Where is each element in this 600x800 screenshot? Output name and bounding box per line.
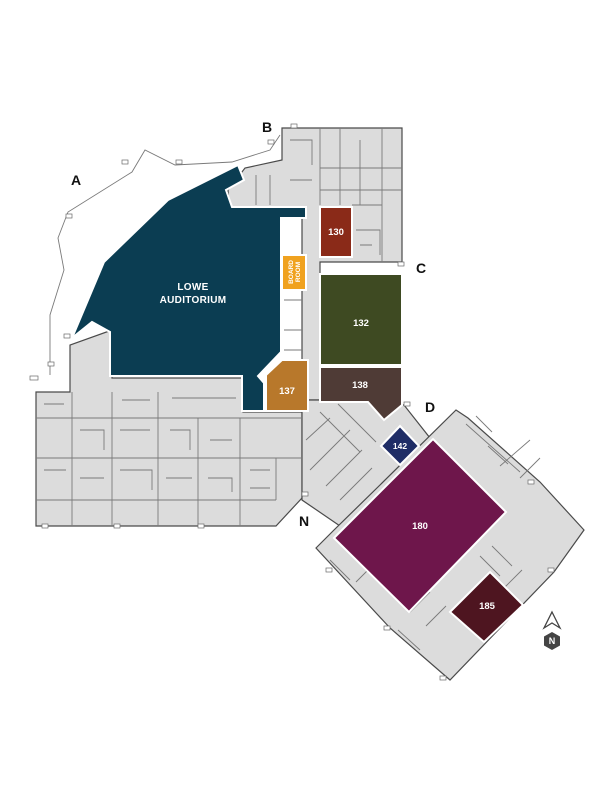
exterior-doors [29,123,555,681]
room-137[interactable] [265,359,309,412]
auditorium-label-line1: LOWE [177,282,208,293]
interior-walls-west [36,392,302,526]
entrance-d-label: D [425,399,435,415]
room-180[interactable] [332,437,508,614]
entrance-c-label: C [416,260,426,276]
room-185[interactable] [448,570,525,644]
room-130-label: 130 [328,227,344,238]
room-132-label: 132 [353,318,369,329]
boardroom-label-line2: ROOM [295,262,302,282]
room-138[interactable] [319,366,403,422]
entrance-n-label: N [299,513,309,529]
auditorium-label-line2: AUDITORIUM [160,295,227,306]
entrance-b-label: B [262,119,272,135]
room-138-label: 138 [352,380,368,391]
exterior-walkway [49,134,281,375]
compass-label: N [549,636,556,646]
room-boardroom[interactable] [281,254,307,291]
boardroom-label-line1: BOARD [288,260,295,284]
room-130[interactable] [319,206,353,258]
room-142-label: 142 [393,441,407,451]
room-137-label: 137 [279,386,295,397]
interior-walls-north [255,128,402,351]
room-180-label: 180 [412,521,428,532]
room-185-label: 185 [479,601,496,612]
room-142[interactable] [379,424,421,467]
north-compass-icon: N [542,610,562,650]
entrance-a-label: A [71,172,81,188]
room-132[interactable] [319,273,403,366]
